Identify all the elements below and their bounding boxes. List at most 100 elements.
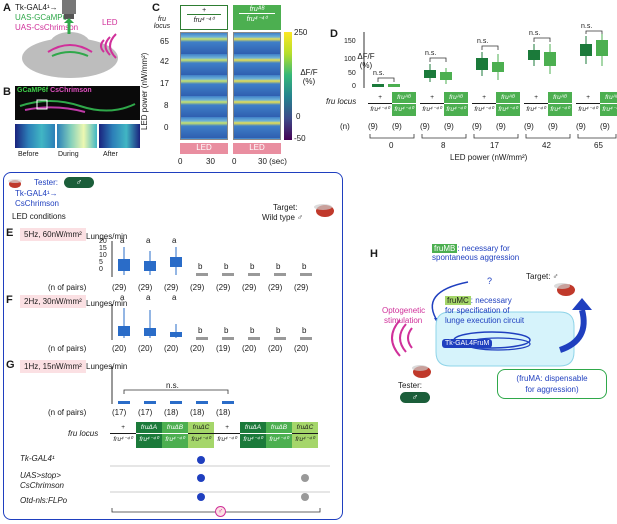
e-letter-1: a [146, 236, 151, 245]
fruMC-tag: fruMC [445, 296, 471, 305]
panel-b-title: GCaMP6f CsChrimson [17, 87, 92, 94]
d-group-42: 42 [542, 141, 551, 150]
d-geno-0a: +fru⁴⁻⁴⁰ [368, 92, 392, 116]
xtick-0b: 0 [232, 157, 237, 166]
d-n-8: (9) [576, 122, 586, 131]
panel-b-heat-row [15, 124, 140, 148]
ytick-65: 65 [160, 37, 169, 46]
f-letter-2: a [172, 293, 177, 302]
ns-0: n.s. [373, 70, 385, 77]
ytick-0: 0 [164, 123, 169, 132]
panel-d-xlabel: LED power (nW/mm²) [450, 153, 528, 162]
fruMC-text3: lunge execution circuit [445, 316, 525, 325]
led-bar-2: LED [233, 143, 281, 154]
f-letter-3: b [198, 326, 203, 335]
f-letter-7: b [302, 326, 307, 335]
fruMB-tag: fruMB [432, 244, 458, 253]
before-label: Before [18, 151, 39, 158]
colorbar-0: 0 [296, 112, 301, 121]
e-letter-5: b [250, 262, 255, 271]
panel-a-line1: Tk-GAL4¹→ [15, 3, 58, 12]
during-label: During [58, 151, 79, 158]
fruMA-text2: for aggression) [525, 385, 579, 394]
row-tkgal4: Tk-GAL4¹ [20, 454, 55, 463]
efg-geno-0: +fru⁴⁻⁴⁰ [110, 422, 136, 448]
colorbar-label: ΔF/F (%) [300, 68, 318, 86]
fruMB-text: : necessary for [457, 244, 510, 253]
panel-g-cond: 1Hz, 15nW/mm² [20, 360, 86, 373]
f-letter-1: a [146, 293, 151, 302]
fly-brain-diagram [22, 0, 118, 78]
efg-fru-locus: fru locus [68, 429, 99, 438]
ns-65: n.s. [581, 23, 593, 30]
target-label: Target: [273, 203, 298, 212]
d-ytick-150: 150 [344, 38, 356, 45]
row-uas-b: CsChrimson [20, 481, 65, 490]
f-ylabel: Lunges/min [86, 299, 128, 308]
h-target: Target: ♂ [526, 272, 559, 281]
cschrimson-label: CsChrimson [50, 87, 92, 94]
brain-fluorescence-image [19, 99, 136, 113]
panel-b-image [15, 86, 140, 120]
efg-geno-4: +fru⁴⁻⁴⁰ [214, 422, 240, 448]
tester-label: Tester: [34, 178, 59, 187]
tester-line2: CsChrimson [15, 199, 60, 208]
g-ylabel: Lunges/min [86, 362, 128, 371]
d-ytick-50: 50 [348, 70, 356, 77]
geno-2-top: fruᴬᴮ [239, 6, 275, 14]
h-tester-male: ♂ [400, 392, 430, 403]
panel-d-group-brackets [369, 134, 617, 139]
ns-42: n.s. [529, 30, 541, 37]
fruMC-note: fruMC: necessary for specification of lu… [445, 296, 575, 326]
fruMB-note: fruMB: necessary for spontaneous aggress… [432, 244, 612, 262]
colorbar-m50: -50 [294, 134, 306, 143]
e-ylabel: Lunges/min [86, 232, 128, 241]
e-letter-4: b [224, 262, 229, 271]
d-group-0: 0 [389, 141, 394, 150]
d-geno-8a: +fru⁴⁻⁴⁰ [420, 92, 444, 116]
d-n-9: (9) [600, 122, 610, 131]
fruMC-text1: : necessary [470, 296, 512, 305]
cross-male-icon: ♂ [215, 506, 226, 517]
fruMC-text2: for specification of [445, 306, 510, 315]
e-letter-6: b [276, 262, 281, 271]
panel-e-label: E [6, 227, 14, 239]
xtick-0a: 0 [178, 157, 183, 166]
h-question: ? [487, 276, 493, 286]
xtick-30a: 30 [206, 157, 215, 166]
ytick-42: 42 [160, 57, 169, 66]
heatmap-control [180, 32, 228, 140]
d-n-4: (9) [472, 122, 482, 131]
heat-after [99, 124, 140, 148]
fruMA-text1: (fruMA: dispensable [516, 374, 588, 383]
d-group-8: 8 [441, 141, 446, 150]
panel-f-cond: 2Hz, 30nW/mm² [20, 295, 86, 308]
ytick-8: 8 [164, 101, 169, 110]
panel-g-label: G [6, 359, 15, 371]
panel-efg-frame [3, 172, 343, 520]
d-n-7: (9) [548, 122, 558, 131]
panel-c-label: C [152, 2, 160, 14]
d-n-2: (9) [420, 122, 430, 131]
target-fly-icon [312, 199, 338, 219]
panel-b-label: B [3, 86, 11, 98]
f-letter-5: b [250, 326, 255, 335]
f-letter-0: a [120, 293, 125, 302]
panel-d-ylabel: ΔF/F (%) [357, 52, 375, 70]
panel-c-ylabel: LED power (nW/mm²) [140, 52, 149, 130]
panel-a-line2: UAS-GCaMP6f [15, 13, 70, 22]
panel-h-label: H [370, 248, 378, 260]
f-letter-6: b [276, 326, 281, 335]
ns-8: n.s. [425, 50, 437, 57]
